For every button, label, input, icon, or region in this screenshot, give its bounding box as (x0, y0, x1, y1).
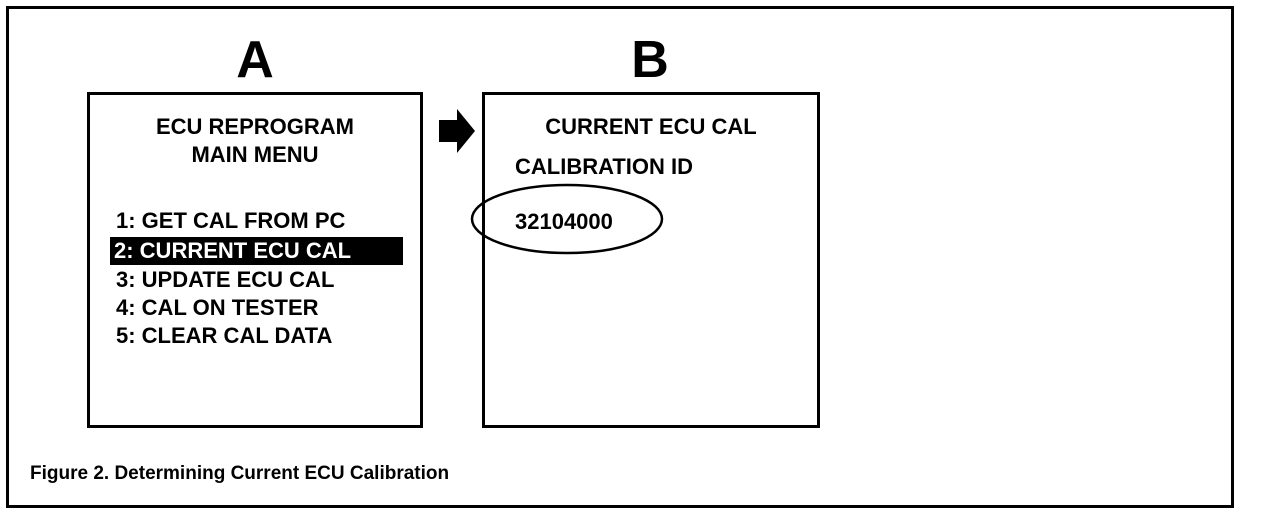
figure-frame (6, 6, 1234, 508)
panel-a-letter: A (236, 31, 274, 89)
screen-a-title-line-1: ECU REPROGRAM (155, 114, 354, 139)
menu-item-clear-cal-data: 5: CLEAR CAL DATA (116, 323, 333, 348)
right-arrow-icon (439, 109, 475, 153)
panel-b-letter: B (631, 31, 669, 89)
screen-a-main-menu: ECU REPROGRAM MAIN MENU 1: GET CAL FROM … (87, 92, 423, 428)
menu-item-update-ecu-cal: 3: UPDATE ECU CAL (116, 267, 335, 292)
menu-item-get-cal-from-pc: 1: GET CAL FROM PC (116, 208, 346, 233)
screen-a-title-line-2: MAIN MENU (191, 142, 319, 167)
highlight-ellipse (470, 183, 664, 255)
calibration-id-label: CALIBRATION ID (515, 154, 694, 179)
figure-caption: Figure 2. Determining Current ECU Calibr… (30, 463, 450, 484)
screen-b-title: CURRENT ECU CAL (545, 114, 757, 139)
screen-b-current-ecu-cal: CURRENT ECU CAL CALIBRATION ID 32104000 (482, 92, 820, 428)
menu-item-current-ecu-cal-selected: 2: CURRENT ECU CAL (110, 237, 403, 265)
menu-item-cal-on-tester: 4: CAL ON TESTER (116, 295, 319, 320)
calibration-id-value: 32104000 (515, 209, 613, 234)
